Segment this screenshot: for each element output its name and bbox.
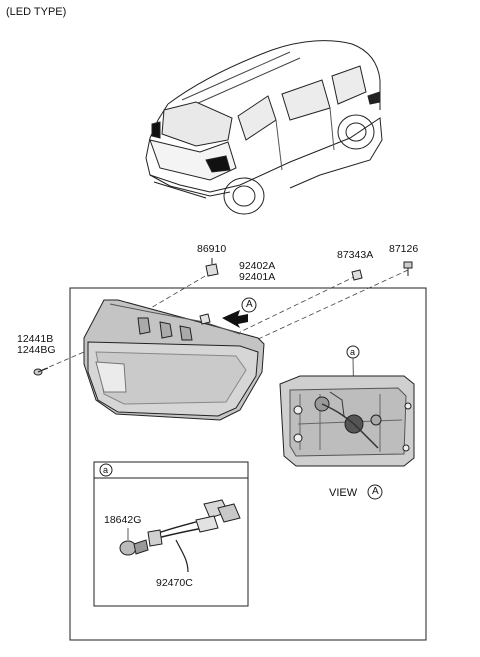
vehicle-illustration: [145, 40, 383, 215]
label-87343a: 87343A: [337, 249, 374, 261]
view-a-label-circle: [367, 484, 383, 500]
view-a-marker-label: A: [372, 486, 379, 497]
label-1244bg: 1244BG: [17, 344, 56, 356]
clip-86910: [205, 258, 219, 277]
detail-a-marker-view: a: [350, 347, 356, 357]
nut-87343A: [351, 269, 363, 281]
screw-12441B: [33, 367, 49, 376]
label-86910: 86910: [197, 243, 227, 255]
bulb-18642g: [119, 539, 149, 556]
view-a-callout-circle: [241, 297, 257, 313]
tail-lamp-assembly: [83, 299, 265, 421]
diagram-type-title: (LED TYPE): [6, 6, 67, 18]
detail-a-marker-box: a: [103, 465, 109, 475]
assembly-frame: [69, 287, 427, 641]
view-a-lamp-back: [279, 375, 415, 467]
label-18642g: 18642G: [104, 514, 142, 526]
detail-a-frame: [93, 461, 249, 607]
detail-a-header-circle: [99, 463, 113, 477]
socket-wiring-92470c: [147, 499, 241, 573]
view-label: VIEW: [329, 487, 358, 499]
screw-87126: [403, 261, 413, 276]
label-12441b: 12441B: [17, 333, 54, 345]
label-92470c: 92470C: [156, 577, 193, 589]
label-92402a: 92402A: [239, 260, 276, 272]
view-a-marker-top: A: [246, 299, 253, 310]
label-92401a: 92401A: [239, 271, 276, 283]
view-arrow: [222, 310, 248, 328]
label-87126: 87126: [389, 243, 419, 255]
